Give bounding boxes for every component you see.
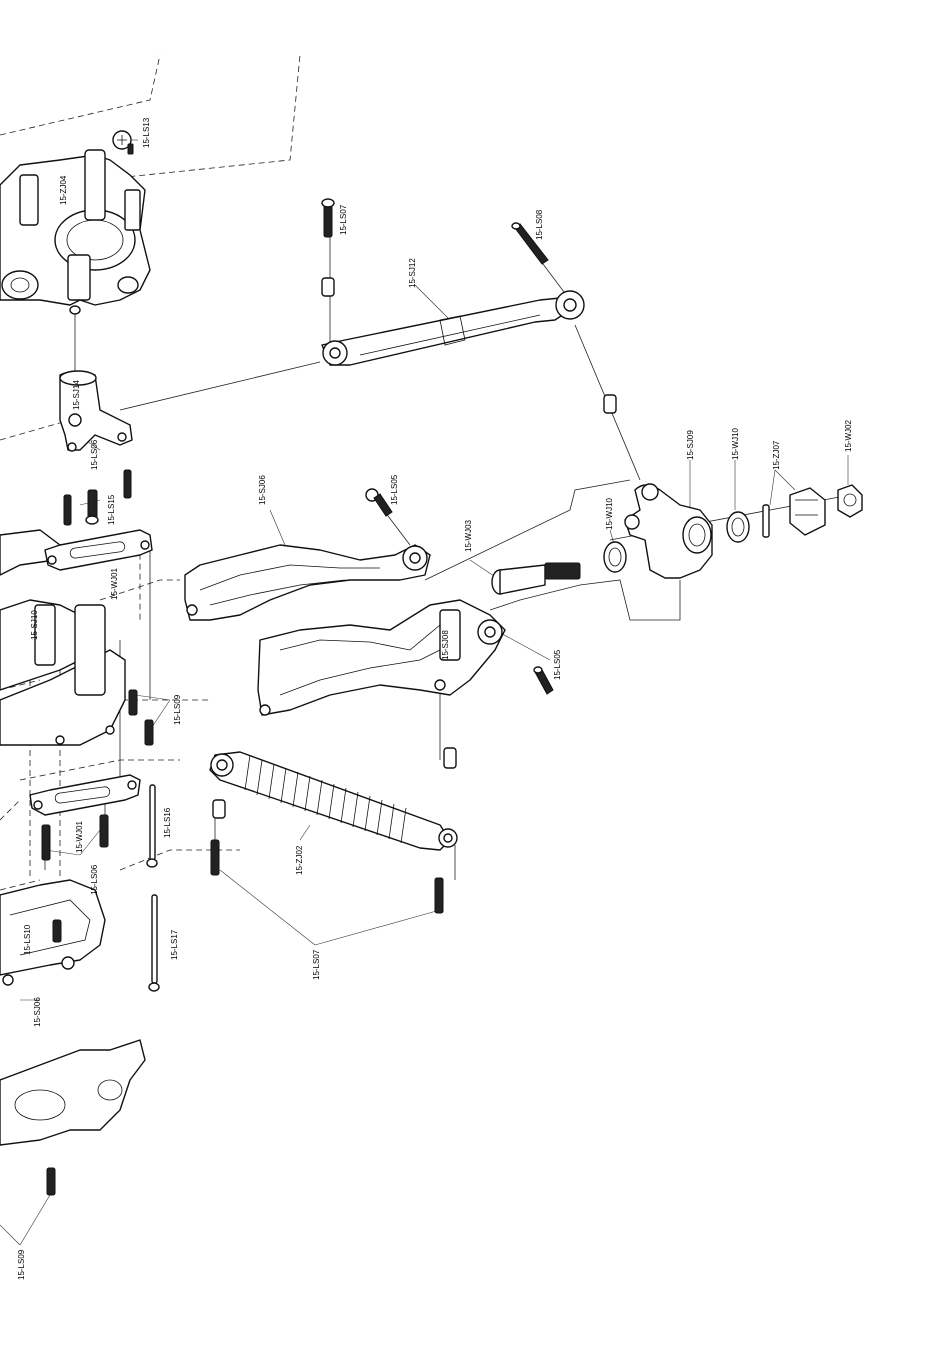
gearbox-assembly: [0, 150, 150, 314]
label-zj02: 15-ZJ02: [295, 845, 304, 875]
label-wj01-upper: 15-WJ01: [110, 567, 119, 600]
screw-ls13: [113, 131, 133, 154]
lock-nut-wj02: [838, 485, 862, 517]
label-ls15: 15-LS15: [107, 494, 116, 525]
axle-wj03: [492, 563, 580, 594]
label-ls06-upper: 15-LS06: [90, 439, 99, 470]
part-labels: 15-ZJ04 15-LS13 15-LS07 15-SJ12 15-LS08 …: [17, 117, 853, 1280]
front-bumper: [0, 1040, 145, 1145]
label-sj09: 15-SJ09: [686, 430, 695, 460]
label-sj06-lower: 15-SJ06: [33, 997, 42, 1027]
label-zj04: 15-ZJ04: [59, 175, 68, 205]
label-ls10: 15-LS10: [23, 924, 32, 955]
ball-stud-top: [322, 278, 334, 296]
label-wj03: 15-WJ03: [464, 519, 473, 552]
steering-knuckle-sj09: [625, 484, 712, 578]
label-ls17: 15-LS17: [170, 929, 179, 960]
label-sj12: 15-SJ12: [408, 258, 417, 288]
suspension-mount-wj01-lower: [30, 775, 140, 815]
label-sj08: 15-SJ08: [441, 630, 450, 660]
label-wj01-lower: 15-WJ01: [75, 820, 84, 853]
lower-arm-sj08: [258, 600, 505, 715]
label-wj10-b: 15-WJ10: [731, 427, 740, 460]
wheel-hex-hub: [790, 488, 825, 535]
ball-stud-right: [604, 395, 616, 413]
label-zj07: 15-ZJ07: [772, 440, 781, 470]
label-sj14: 15-SJ14: [72, 380, 81, 410]
label-ls07-bottom: 15-LS07: [312, 949, 321, 980]
label-ls13: 15-LS13: [142, 117, 151, 148]
screws-ls07-bottom: [211, 840, 443, 913]
label-wj10-a: 15-WJ10: [605, 497, 614, 530]
pin-ls16: [147, 785, 157, 867]
upper-arm-sj06: [185, 545, 430, 620]
bearing-wj10-a: [604, 542, 626, 572]
shock-absorber-zj02: [210, 752, 457, 850]
label-ls05-lower: 15-LS05: [553, 649, 562, 680]
screw-ls05-lower: [534, 667, 553, 694]
label-ls09-bottom: 15-LS09: [17, 1249, 26, 1280]
bearing-wj10-b: [727, 512, 749, 542]
screw-ls07-top: [322, 199, 334, 237]
label-ls06-lower: 15-LS06: [90, 864, 99, 895]
camber-link-sj12: [322, 291, 584, 365]
label-ls05-upper: 15-LS05: [390, 474, 399, 505]
screw-ls05-upper: [366, 489, 392, 516]
label-wj02: 15-WJ02: [844, 419, 853, 452]
label-ls07-top: 15-LS07: [339, 204, 348, 235]
suspension-mount-wj01-upper: [45, 530, 152, 570]
hub-carrier-sj14: [60, 371, 132, 451]
pin-zj07: [763, 505, 769, 537]
label-ls16: 15-LS16: [163, 807, 172, 838]
label-ls08: 15-LS08: [535, 209, 544, 240]
pin-ls17: [149, 895, 159, 991]
label-ls09-mid: 15-LS09: [173, 694, 182, 725]
label-sj10: 15-SJ10: [30, 610, 39, 640]
label-sj06-upper: 15-SJ06: [258, 475, 267, 505]
